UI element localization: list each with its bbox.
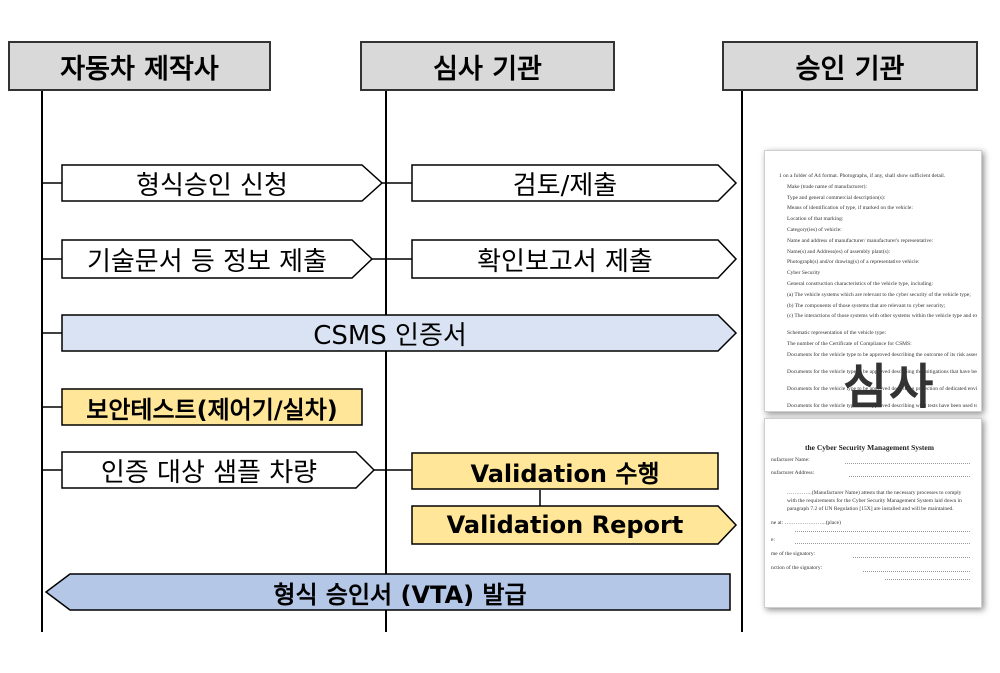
- doc1-line: Type and general commercial description(…: [787, 194, 886, 201]
- header-approver-label: 승인 기관: [795, 53, 905, 85]
- doc1-line: The number of the Certificate of Complia…: [787, 341, 912, 348]
- doc1-line: (c) The interactions of those systems wi…: [787, 313, 977, 320]
- doc2-line: …………..(Manufacturer Name) attests that t…: [787, 490, 962, 512]
- box-security-test: [61, 388, 363, 426]
- arrow-type-approval-request: [61, 164, 384, 202]
- doc2-title: the Cyber Security Management System: [805, 443, 935, 452]
- doc1-line: (a) The vehicle systems which are releva…: [787, 291, 971, 298]
- doc1-line: 1 on a folder of A4 format. Photographs,…: [779, 173, 946, 179]
- document-csms-certificate: the Cyber Security Management System nuf…: [764, 418, 982, 608]
- doc1-line: Documents for the vehicle type to be app…: [787, 352, 977, 358]
- doc2-fill-line: [863, 571, 970, 572]
- header-approver: 승인 기관: [722, 41, 978, 91]
- doc1-line: Location of that marking:: [787, 216, 844, 223]
- doc1-line: General construction characteristics of …: [787, 281, 933, 287]
- label-security-test: 보안테스트(제어기/실차): [86, 395, 338, 424]
- label-vta-issue: 형식 승인서 (VTA) 발급: [273, 580, 527, 609]
- arrow-tech-doc-submit: [61, 239, 374, 279]
- doc2-fill-line: [845, 463, 970, 464]
- doc2-fill-line: [795, 543, 970, 544]
- doc2-fill-line: [885, 579, 970, 580]
- label-verification-report: 확인보고서 제출: [477, 246, 653, 277]
- label-tech-doc-submit: 기술문서 등 정보 제출: [86, 246, 328, 277]
- arrow-sample-vehicle: [61, 451, 376, 489]
- doc2-line: ne at: …………………..(place): [771, 520, 841, 526]
- doc2-line: nction of the signatory:: [771, 565, 823, 571]
- arrow-verification-report: [411, 239, 738, 279]
- arrow-csms-certificate: [61, 314, 738, 352]
- label-sample-vehicle: 인증 대상 샘플 차량: [100, 457, 318, 488]
- header-examiner: 심사 기관: [360, 41, 615, 91]
- doc1-line: Make (trade name of manufacturer):: [787, 183, 868, 190]
- doc1-line: Category(ies) of vehicle:: [787, 227, 842, 233]
- box-validation: [411, 452, 719, 490]
- document-info-sheet: 1 on a folder of A4 format. Photographs,…: [764, 150, 982, 412]
- arrow-review-submit: [411, 164, 738, 202]
- doc1-line: (b) The components of those systems that…: [787, 302, 946, 309]
- doc1-line: Photograph(s) and/or drawing(s) of a rep…: [787, 259, 920, 266]
- doc2-line: nufacturer Name:: [771, 457, 810, 463]
- doc1-line: Name and address of manufacturer/ manufa…: [787, 237, 934, 244]
- doc2-line: me of the signatory:: [771, 551, 816, 557]
- stamp-review: 심사: [843, 359, 936, 412]
- arrow-vta-issue: [44, 573, 731, 611]
- doc2-line: nufacturer Address:: [771, 470, 815, 476]
- doc1-line: Documents for the vehicle type to be app…: [787, 403, 977, 409]
- header-manufacturer: 자동차 제작사: [8, 41, 271, 91]
- doc2-line: e:: [771, 537, 775, 543]
- label-type-approval-request: 형식승인 신청: [136, 170, 288, 201]
- header-examiner-label: 심사 기관: [433, 53, 542, 85]
- doc1-line: Documents for the vehicle type to be app…: [787, 369, 977, 375]
- doc1-line: Schematic representation of the vehicle …: [787, 330, 887, 337]
- arrow-validation-report: [411, 505, 738, 545]
- header-manufacturer-label: 자동차 제작사: [60, 53, 219, 85]
- doc1-line: Documents for the vehicle type to be app…: [787, 386, 977, 392]
- doc2-fill-line: [849, 476, 970, 477]
- label-review-submit: 검토/제출: [512, 170, 618, 201]
- doc2-fill-line: [853, 557, 970, 558]
- doc1-line: Name(s) and Address(es) of assembly plan…: [787, 248, 891, 255]
- label-validation: Validation 수행: [470, 459, 660, 488]
- label-validation-report: Validation Report: [446, 511, 684, 539]
- doc1-line: Cyber Security: [787, 270, 821, 277]
- doc2-fill-line: [795, 531, 970, 532]
- label-csms-certificate: CSMS 인증서: [313, 320, 467, 351]
- doc1-line: Means of identification of type, if mark…: [787, 205, 913, 212]
